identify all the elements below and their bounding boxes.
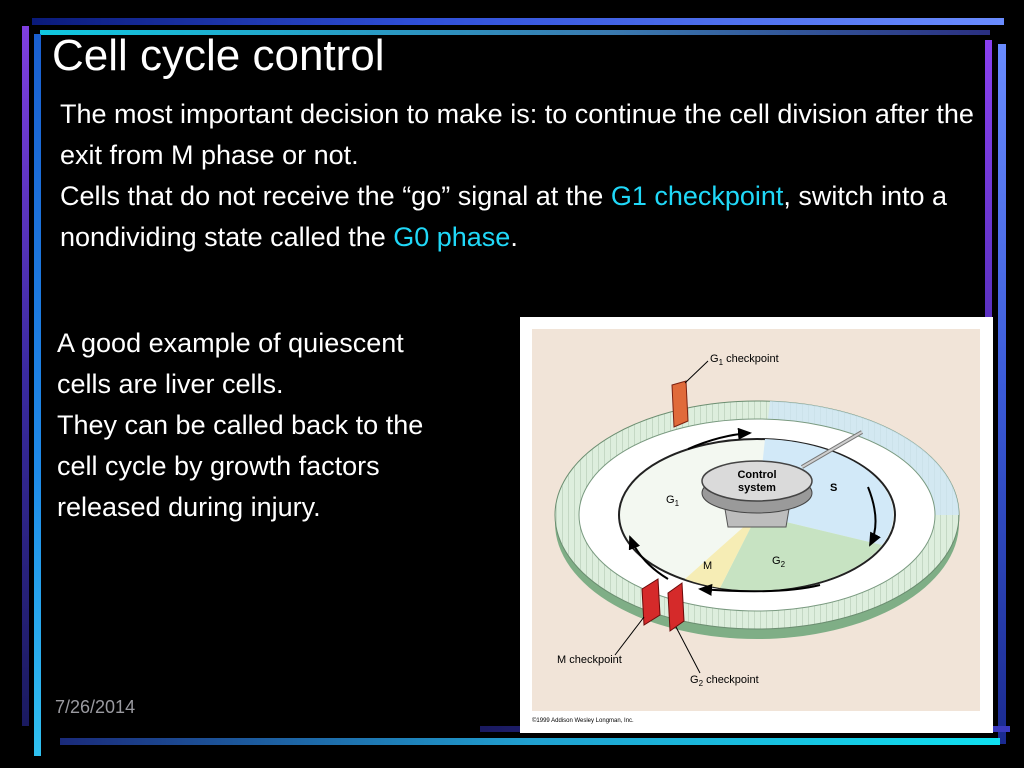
g1-checkpoint-label-sub: 1: [719, 358, 724, 367]
g2-phase-label-sub: 2: [781, 560, 786, 569]
right-accent-bar: [985, 40, 992, 320]
cell-cycle-svg: G1 checkpoint Control system G1 S G2 M M…: [532, 329, 980, 724]
g0-phase-highlight: G0 phase: [393, 222, 511, 252]
g1-checkpoint-pointer: [684, 360, 709, 384]
g1-checkpoint-highlight: G1 checkpoint: [610, 181, 784, 211]
cycle-arrow-g2: [698, 583, 821, 596]
g2-checkpoint-label-g: G: [690, 674, 699, 686]
control-label: Control: [737, 469, 776, 481]
intro-text-part: , switch into a nondividing state called…: [60, 181, 947, 252]
g1-checkpoint-label: G1 checkpoint: [710, 353, 779, 367]
g1-phase-label-g: G: [666, 494, 675, 506]
intro-text-part: Cells that do not receive the “go” signa…: [60, 181, 611, 211]
g1-checkpoint-label-g: G: [710, 353, 719, 365]
m-phase-segment: [685, 515, 757, 588]
m-phase-label: M: [703, 560, 712, 572]
control-system-top: [701, 460, 813, 502]
control-lever-highlight: [801, 431, 863, 468]
top-decorative-bar: [32, 18, 1004, 25]
copyright-notice: ©1999 Addison Wesley Longman, Inc.: [532, 717, 634, 724]
s-phase-label: S: [830, 482, 837, 494]
slide-date: 7/26/2014: [55, 697, 136, 717]
cycle-arrow-m: [628, 535, 669, 580]
m-checkpoint-barrier: [641, 578, 661, 626]
g2-checkpoint-label: G2 checkpoint: [690, 674, 759, 688]
intro-text-part: .: [510, 222, 518, 252]
m-checkpoint-label: M checkpoint: [557, 654, 622, 666]
bottom-decorative-bar: [60, 738, 1000, 745]
g2-phase-segment: [720, 515, 882, 591]
g2-phase-label: G2: [772, 555, 786, 569]
g2-checkpoint-barrier: [667, 582, 685, 632]
g1-phase-label: G1: [666, 494, 680, 508]
g2-checkpoint-pointer: [675, 626, 701, 674]
right-decorative-bar: [998, 44, 1006, 744]
system-label: system: [738, 482, 776, 494]
g1-phase-label-sub: 1: [675, 499, 680, 508]
g2-checkpoint-label-sub: 2: [699, 679, 704, 688]
left-decorative-bar: [22, 26, 29, 726]
side-paragraph-1: A good example of quiescent cells are li…: [57, 328, 404, 399]
g1-checkpoint-barrier: [671, 380, 689, 428]
cycle-arrow-g1: [687, 427, 752, 450]
side-text: A good example of quiescent cells are li…: [57, 323, 457, 528]
intro-paragraph-1: The most important decision to make is: …: [60, 99, 974, 170]
intro-text: The most important decision to make is: …: [60, 94, 975, 258]
g2-phase-label-g: G: [772, 555, 781, 567]
cell-cycle-diagram: G1 checkpoint Control system G1 S G2 M M…: [520, 317, 993, 733]
m-checkpoint-pointer: [614, 616, 645, 656]
slide-title: Cell cycle control: [52, 31, 385, 80]
cycle-arrow-s: [867, 486, 881, 547]
left-accent-bar: [34, 34, 41, 756]
g2-checkpoint-label-rest: checkpoint: [703, 674, 759, 686]
g1-checkpoint-label-rest: checkpoint: [723, 353, 779, 365]
top-accent-bar: [40, 30, 990, 35]
side-paragraph-2: They can be called back to the cell cycl…: [57, 410, 424, 522]
